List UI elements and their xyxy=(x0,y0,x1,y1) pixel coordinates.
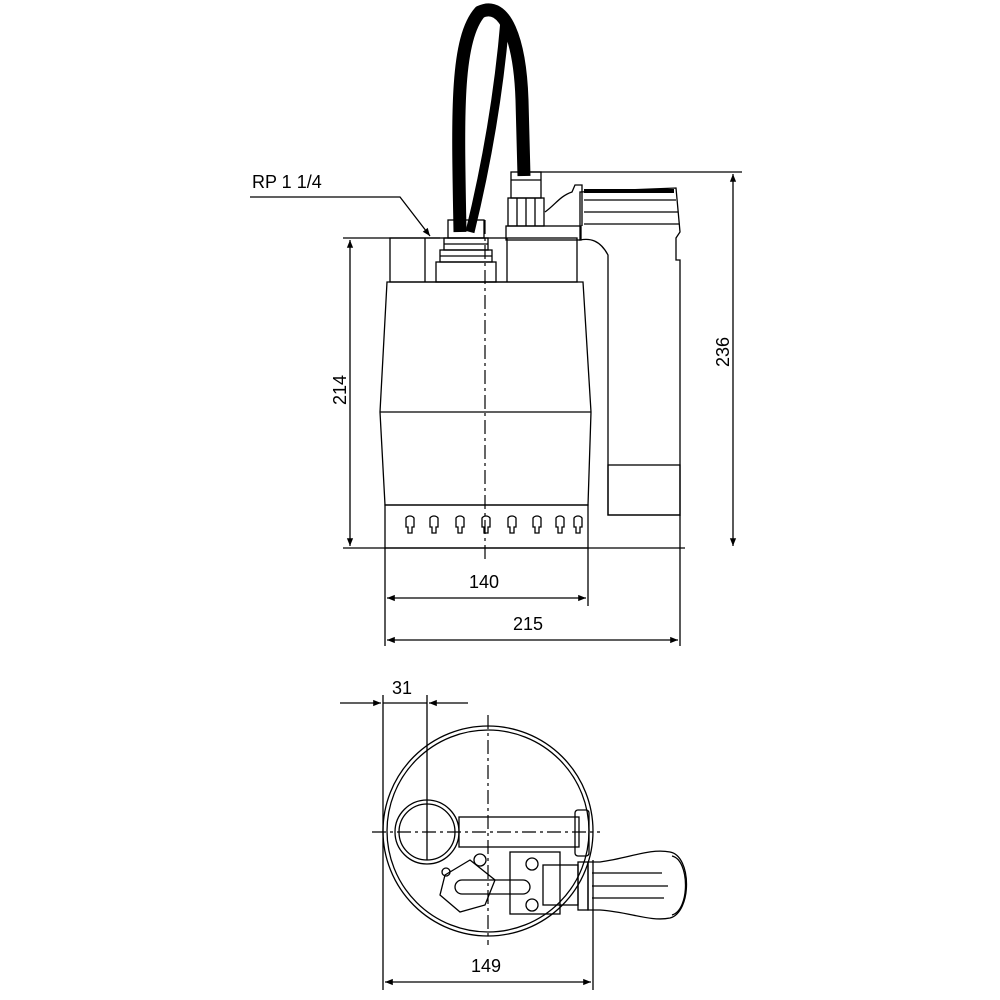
strainer-slot xyxy=(405,515,415,534)
strainer-slot xyxy=(481,515,491,534)
strainer-slot xyxy=(429,515,439,534)
strainer-slot xyxy=(555,515,565,534)
float-switch xyxy=(579,187,681,516)
outlet-thread-label: RP 1 1/4 xyxy=(252,172,322,192)
strainer-slots xyxy=(405,515,583,534)
strainer-slot xyxy=(507,515,517,534)
float-body xyxy=(542,850,688,920)
top-view: 31 149 xyxy=(340,678,688,990)
dim-total-width: 215 xyxy=(513,614,543,634)
strainer-slot xyxy=(455,515,465,534)
dim-total-height: 236 xyxy=(713,337,733,367)
strainer-slot xyxy=(573,515,583,534)
dim-body-height: 214 xyxy=(330,375,350,405)
dim-top-width: 149 xyxy=(471,956,501,976)
dim-body-width: 140 xyxy=(469,572,499,592)
strainer-slot xyxy=(532,515,542,534)
power-cable xyxy=(452,3,531,233)
dim-outlet-offset: 31 xyxy=(392,678,412,698)
side-view: 214 236 140 215 RP 1 1/4 xyxy=(250,3,742,646)
float-connector xyxy=(505,171,583,241)
